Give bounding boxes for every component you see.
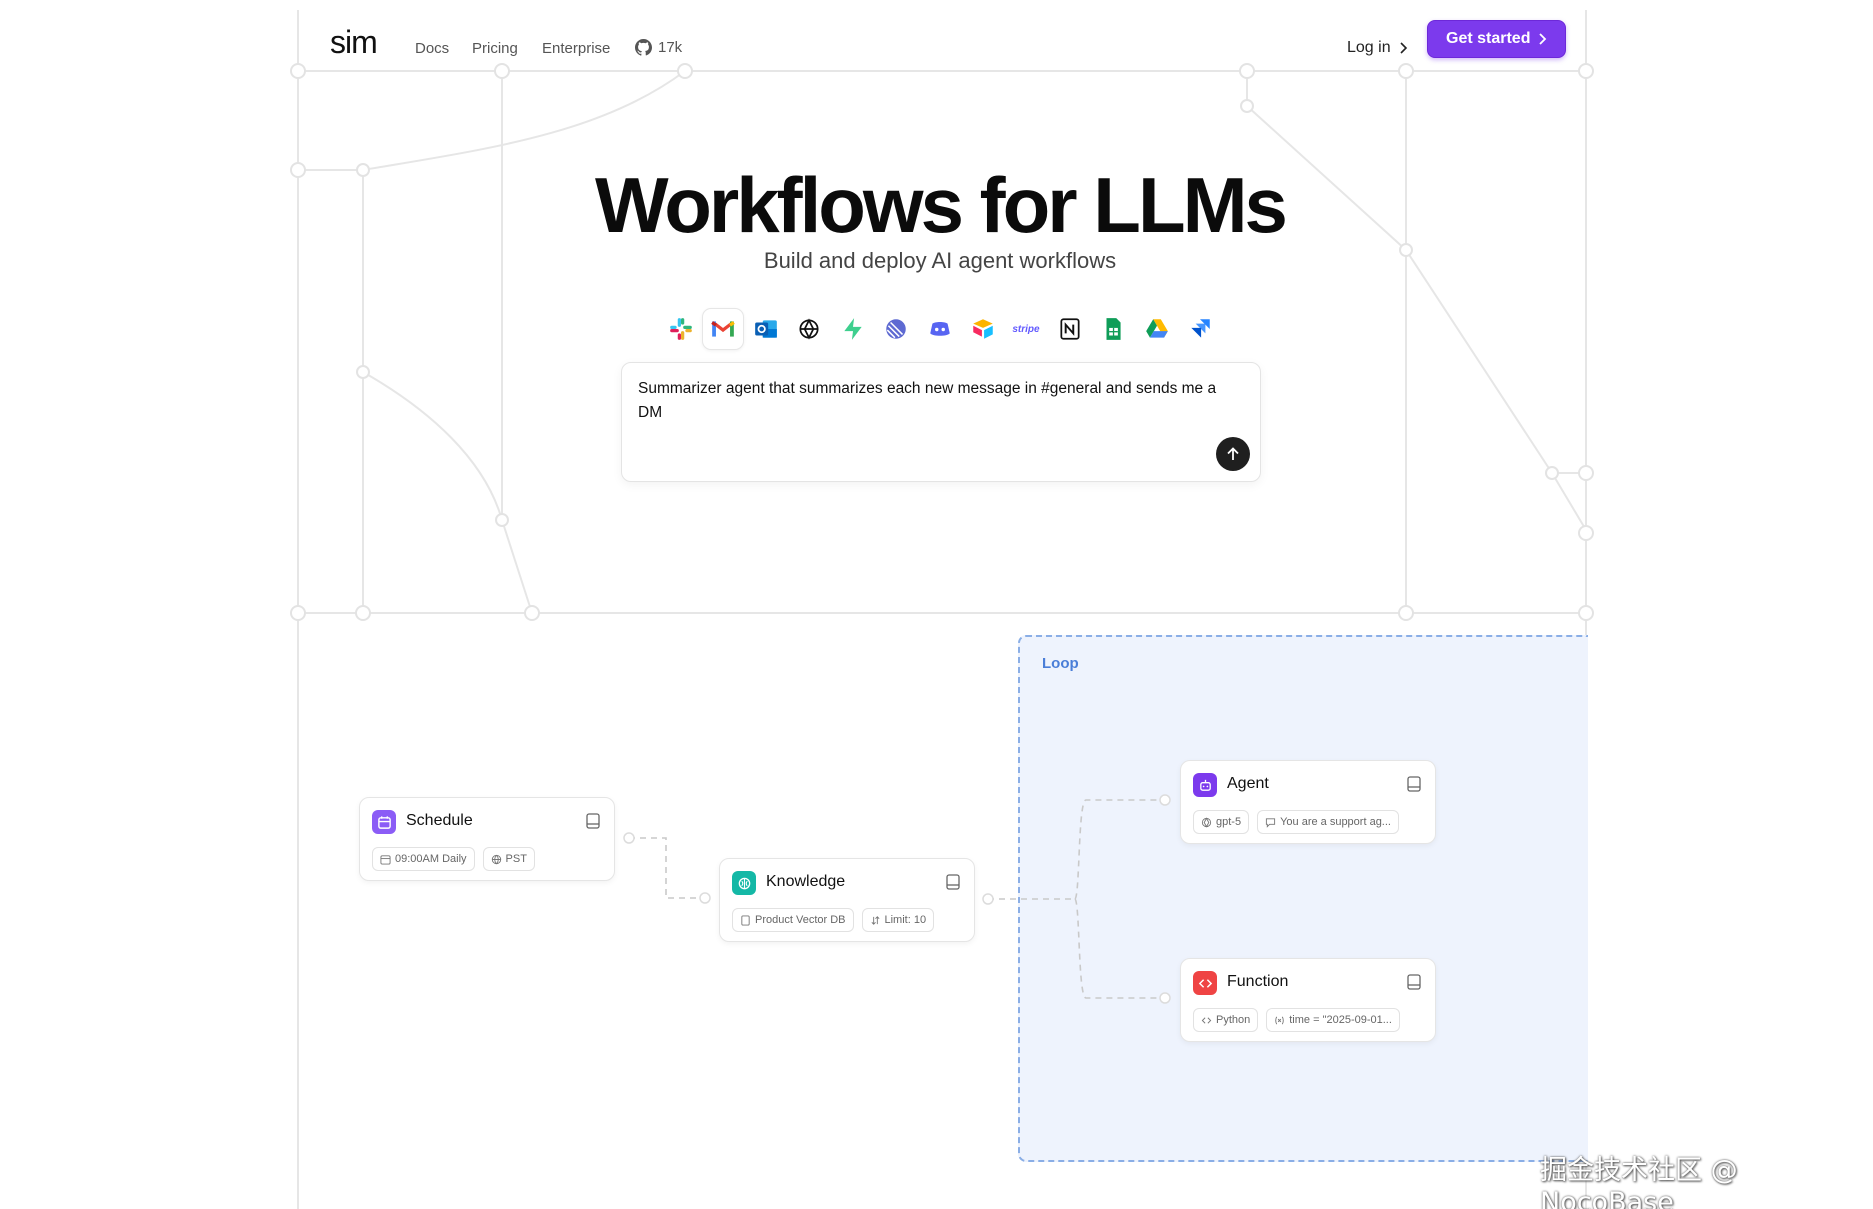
gmail-icon[interactable] — [702, 308, 744, 350]
send-button[interactable] — [1216, 437, 1250, 471]
code-icon — [1201, 1016, 1212, 1024]
jira-icon[interactable] — [1179, 308, 1221, 350]
hero-subtitle: Build and deploy AI agent workflows — [763, 248, 1117, 273]
robot-icon — [1193, 773, 1217, 797]
chip-time[interactable]: 09:00AM Daily — [372, 847, 475, 871]
block-title: Agent — [1227, 775, 1269, 792]
block-chips: Product Vector DB Limit: 10 — [732, 908, 935, 932]
block-title: Knowledge — [766, 873, 846, 890]
block-chips: gpt-5 You are a support ag... — [1193, 810, 1399, 834]
get-started-button[interactable]: Get started — [1427, 20, 1567, 58]
chip-code[interactable]: time = "2025-09-01... — [1266, 1008, 1400, 1032]
supabase-icon[interactable] — [832, 308, 874, 350]
block-schedule[interactable]: Schedule 09:00AM Daily PST — [359, 797, 615, 881]
nav-link-enterprise[interactable]: Enterprise — [542, 40, 611, 57]
variable-icon — [1275, 1016, 1284, 1024]
top-nav: sim Docs Pricing Enterprise 17k Log in G… — [300, 10, 1586, 70]
chip-label: gpt-5 — [1216, 816, 1242, 828]
chip-timezone[interactable]: PST — [482, 847, 535, 871]
outlook-icon[interactable] — [745, 308, 787, 350]
block-knowledge[interactable]: Knowledge Product Vector DB Limit: 10 — [719, 858, 975, 942]
github-icon — [635, 39, 652, 56]
sim-logo[interactable]: sim — [330, 24, 378, 60]
globe-icon — [491, 854, 501, 864]
github-stars: 17k — [658, 39, 683, 56]
hero-title: Workflows for LLMs — [595, 161, 1288, 249]
book-icon — [741, 914, 750, 926]
chip-knowledge-base[interactable]: Product Vector DB — [732, 908, 854, 932]
arrow-up-icon — [1227, 447, 1239, 460]
openai-icon[interactable] — [788, 308, 830, 350]
chip-label: 09:00AM Daily — [395, 853, 467, 865]
chip-model[interactable]: gpt-5 — [1193, 810, 1250, 834]
book-icon[interactable] — [586, 813, 600, 829]
book-icon[interactable] — [946, 874, 960, 890]
github-link[interactable]: 17k — [635, 39, 682, 56]
prompt-text[interactable]: Summarizer agent that summarizes each ne… — [638, 380, 1217, 421]
nav-link-docs[interactable]: Docs — [415, 40, 450, 57]
block-function[interactable]: Function Python time = "2025-09-01... — [1180, 958, 1436, 1042]
google-drive-icon[interactable] — [1136, 308, 1178, 350]
calendar-icon — [372, 810, 396, 834]
block-chips: Python time = "2025-09-01... — [1193, 1008, 1400, 1032]
chip-label: PST — [505, 853, 527, 865]
integrations-row: stripe — [660, 308, 1220, 352]
book-icon[interactable] — [1407, 776, 1421, 792]
loop-container[interactable] — [1018, 635, 1588, 1162]
chip-label: Limit: 10 — [884, 914, 927, 926]
stripe-label: stripe — [1012, 323, 1040, 335]
chip-language[interactable]: Python — [1193, 1008, 1259, 1032]
block-chips: 09:00AM Daily PST — [372, 847, 535, 871]
google-sheets-icon[interactable] — [1092, 308, 1134, 350]
slack-icon[interactable] — [660, 308, 702, 350]
get-started-label: Get started — [1446, 30, 1531, 47]
code-icon — [1193, 971, 1217, 995]
nav-link-pricing[interactable]: Pricing — [472, 40, 518, 57]
chip-label: Python — [1216, 1014, 1251, 1026]
chip-limit[interactable]: Limit: 10 — [861, 908, 935, 932]
chip-label: Product Vector DB — [755, 914, 846, 926]
chevron-right-icon — [1400, 42, 1407, 54]
calendar-icon — [380, 854, 391, 865]
airtable-icon[interactable] — [962, 308, 1004, 350]
login-label: Log in — [1347, 39, 1391, 56]
chip-label: time = "2025-09-01... — [1289, 1014, 1392, 1026]
discord-icon[interactable] — [919, 308, 961, 350]
block-title: Function — [1227, 973, 1289, 990]
prompt-input[interactable]: Summarizer agent that summarizes each ne… — [621, 362, 1261, 482]
chip-label: You are a support ag... — [1280, 816, 1391, 828]
linear-icon[interactable] — [875, 308, 917, 350]
chevron-right-icon — [1539, 33, 1547, 45]
watermark: 掘金技术社区 @ NocoBase — [1540, 1155, 1738, 1209]
openai-icon — [1201, 816, 1212, 828]
message-icon — [1265, 817, 1276, 828]
loop-label: Loop — [1042, 655, 1079, 672]
notion-icon[interactable] — [1049, 308, 1091, 350]
sort-icon — [871, 915, 879, 925]
block-agent[interactable]: Agent gpt-5 You are a support ag... — [1180, 760, 1436, 844]
brain-icon — [732, 871, 756, 895]
chip-system-prompt[interactable]: You are a support ag... — [1257, 810, 1399, 834]
login-link[interactable]: Log in — [1347, 39, 1408, 57]
block-title: Schedule — [406, 812, 473, 829]
stripe-icon[interactable]: stripe — [1005, 308, 1047, 350]
book-icon[interactable] — [1407, 974, 1421, 990]
